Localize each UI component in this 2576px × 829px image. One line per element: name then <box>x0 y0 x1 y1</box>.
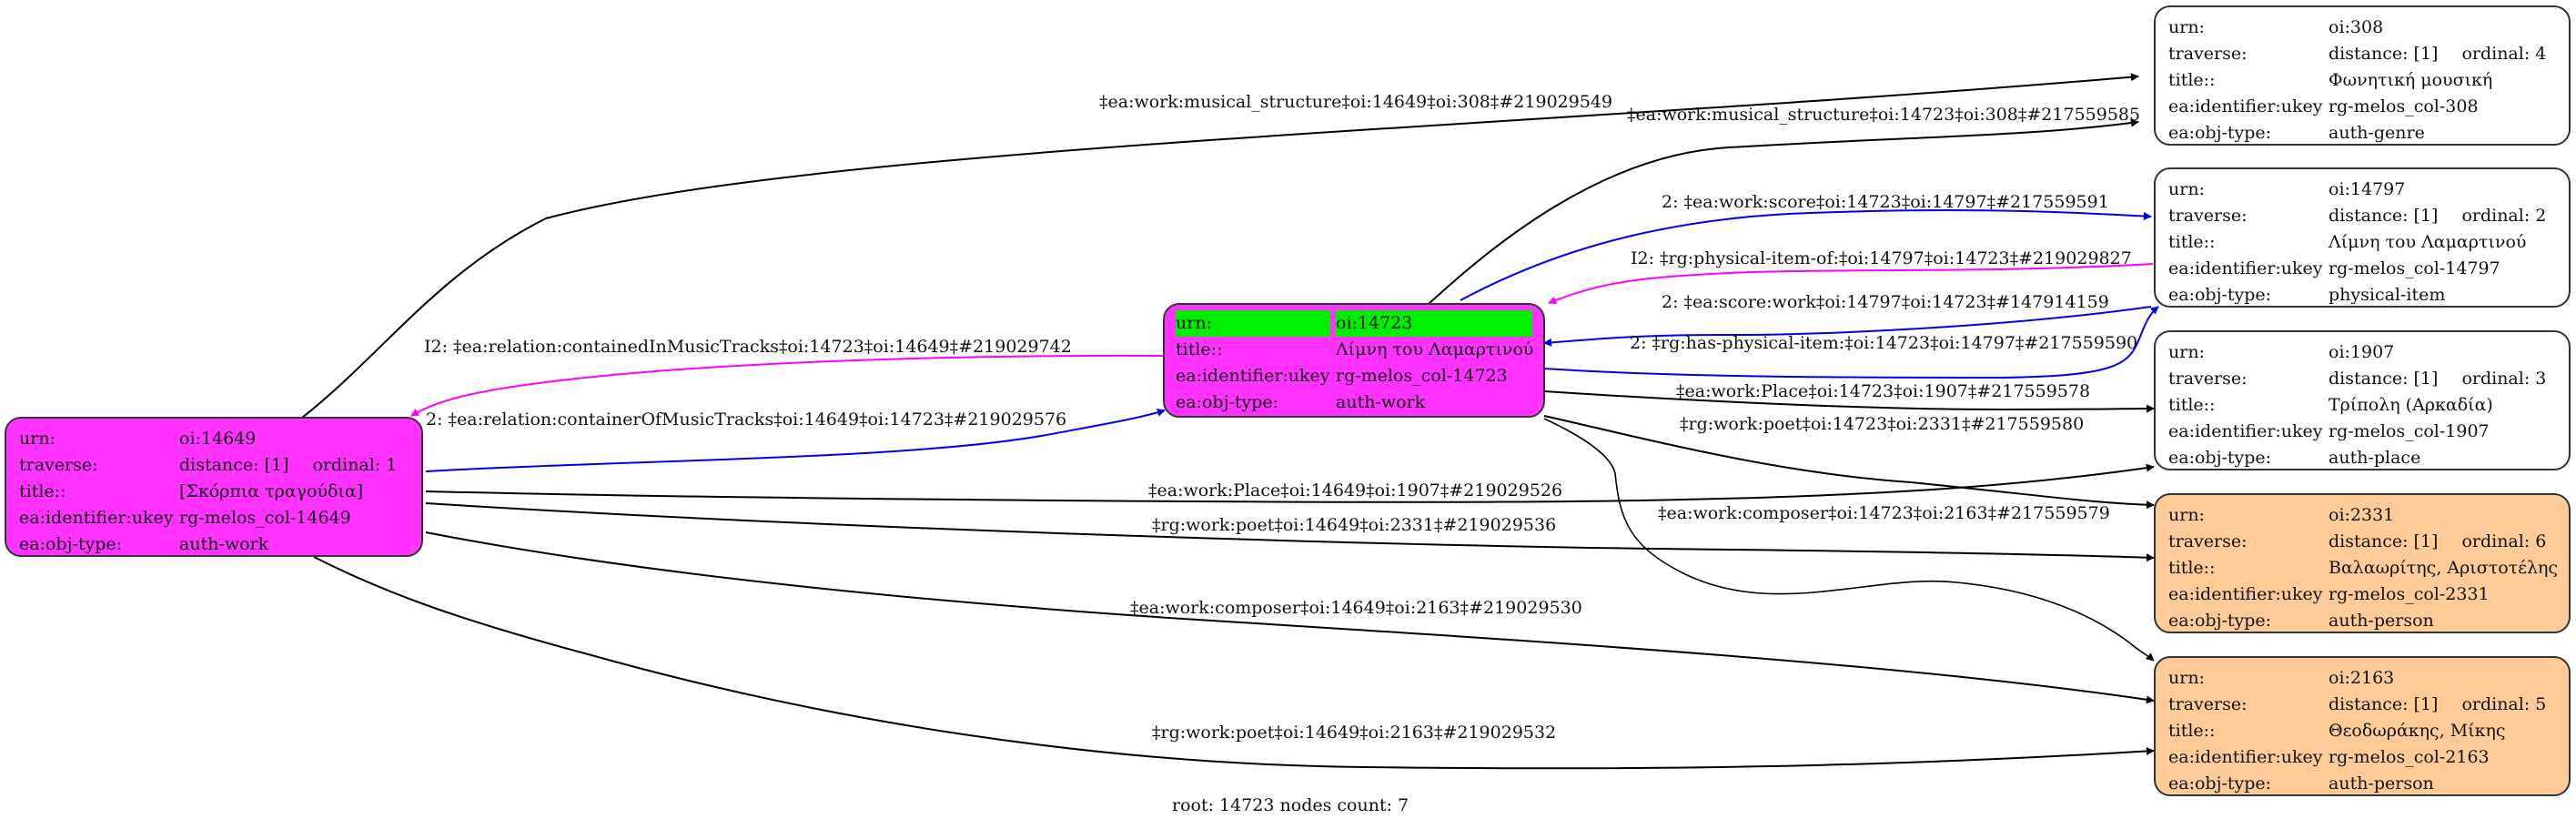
node-oi-14797[interactable]: urn:oi:14797 traverse:distance: [1]ordin… <box>2154 167 2571 308</box>
edge-label-e5: 2: ‡ea:score:work‡oi:14797‡oi:14723‡#147… <box>1662 292 2109 312</box>
edge-label-e8: 2: ‡ea:relation:containerOfMusicTracks‡o… <box>426 409 1066 430</box>
edge-e10 <box>1543 415 2155 510</box>
edge-e3 <box>1460 209 2152 301</box>
field-traverse: traverse:distance: [1]ordinal: 4 <box>2168 44 2547 64</box>
edge-e12 <box>425 463 2155 503</box>
field-urn: urn:oi:14797 <box>2168 179 2406 199</box>
node-oi-2331[interactable]: urn:oi:2331 traverse:distance: [1]ordina… <box>2154 493 2571 633</box>
edge-e5 <box>1543 306 2152 347</box>
edge-label-e13: ‡rg:work:poet‡oi:14649‡oi:2331‡#21902953… <box>1152 515 1556 535</box>
field-title: title::Βαλαωρίτης, Αριστοτέλης <box>2168 558 2559 578</box>
field-traverse: traverse:distance: [1]ordinal: 6 <box>2168 531 2547 551</box>
field-urn: urn:oi:14723 <box>1176 310 1532 337</box>
edge-e8 <box>425 409 1166 472</box>
field-traverse: traverse:distance: [1]ordinal: 5 <box>2168 694 2547 714</box>
field-title: title::[Σκόρπια τραγούδια] <box>19 481 364 501</box>
edge-label-e1: ‡ea:work:musical_structure‡oi:14649‡oi:3… <box>1099 92 1612 112</box>
field-urn: urn:oi:1907 <box>2168 342 2395 362</box>
field-traverse: traverse:distance: [1]ordinal: 1 <box>19 455 398 475</box>
edge-label-e11: ‡ea:work:composer‡oi:14723‡oi:2163‡#2175… <box>1658 503 2110 523</box>
edge-e15 <box>313 556 2155 770</box>
edge-e14 <box>425 531 2155 704</box>
field-objtype: ea:obj-type:auth-person <box>2168 611 2434 631</box>
field-objtype: ea:obj-type:auth-genre <box>2168 123 2425 143</box>
edge-e4 <box>1548 263 2154 305</box>
field-traverse: traverse:distance: [1]ordinal: 2 <box>2168 206 2547 226</box>
field-objtype: ea:obj-type:auth-work <box>1176 392 1426 412</box>
field-urn: urn:oi:2163 <box>2168 668 2395 688</box>
node-oi-1907[interactable]: urn:oi:1907 traverse:distance: [1]ordina… <box>2154 330 2571 470</box>
node-oi-14723-root[interactable]: urn:oi:14723 title::Λίμνη του Λαμαρτινού… <box>1163 303 1545 418</box>
field-objtype: ea:obj-type:auth-person <box>2168 773 2434 794</box>
field-title: title::Λίμνη του Λαμαρτινού <box>2168 232 2527 252</box>
edge-label-e3: 2: ‡ea:work:score‡oi:14723‡oi:14797‡#217… <box>1662 192 2109 212</box>
field-objtype: ea:obj-type:auth-work <box>19 534 269 554</box>
field-title: title::Θεοδωράκης, Μίκης <box>2168 721 2506 741</box>
edge-label-e12: ‡ea:work:Place‡oi:14649‡oi:1907‡#2190295… <box>1148 480 1562 500</box>
edge-label-e4: I2: ‡rg:physical-item-of:‡oi:14797‡oi:14… <box>1631 248 2132 268</box>
field-urn: urn:oi:2331 <box>2168 505 2395 525</box>
graph-footer: root: 14723 nodes count: 7 <box>1172 795 1409 815</box>
node-oi-14649[interactable]: urn:oi:14649 traverse:distance: [1]ordin… <box>5 417 423 557</box>
edge-label-e7: I2: ‡ea:relation:containedInMusicTracks‡… <box>424 337 1072 357</box>
edge-e1 <box>301 73 2139 419</box>
field-urn: urn:oi:14649 <box>19 429 257 449</box>
field-objtype: ea:obj-type:auth-place <box>2168 448 2421 468</box>
field-objtype: ea:obj-type:physical-item <box>2168 285 2446 305</box>
field-traverse: traverse:distance: [1]ordinal: 3 <box>2168 369 2547 389</box>
edge-e11 <box>1543 418 2155 662</box>
field-title: title::Φωνητική μουσική <box>2168 70 2493 90</box>
edge-e9 <box>1543 390 2155 413</box>
field-title: title::Τρίπολη (Αρκαδία) <box>2168 395 2493 415</box>
field-urn: urn:oi:308 <box>2168 17 2384 37</box>
edge-label-e9: ‡ea:work:Place‡oi:14723‡oi:1907‡#2175595… <box>1676 381 2090 401</box>
edge-label-e14: ‡ea:work:composer‡oi:14649‡oi:2163‡#2190… <box>1130 598 1582 618</box>
edge-e2 <box>1428 118 2139 305</box>
edge-label-e6: 2: ‡rg:has-physical-item:‡oi:14723‡oi:14… <box>1630 333 2137 353</box>
edge-label-e10: ‡rg:work:poet‡oi:14723‡oi:2331‡#21755958… <box>1680 414 2084 434</box>
edge-label-e2: ‡ea:work:musical_structure‡oi:14723‡oi:3… <box>1627 105 2140 125</box>
edge-e13 <box>425 502 2155 562</box>
edge-label-e15: ‡rg:work:poet‡oi:14649‡oi:2163‡#21902953… <box>1152 723 1556 743</box>
edge-e7 <box>410 354 1167 417</box>
node-oi-2163[interactable]: urn:oi:2163 traverse:distance: [1]ordina… <box>2154 656 2571 796</box>
edge-e6 <box>1543 306 2159 379</box>
node-oi-308[interactable]: urn:oi:308 traverse:distance: [1]ordinal… <box>2154 5 2571 146</box>
field-title: title::Λίμνη του Λαμαρτινού <box>1176 339 1534 359</box>
